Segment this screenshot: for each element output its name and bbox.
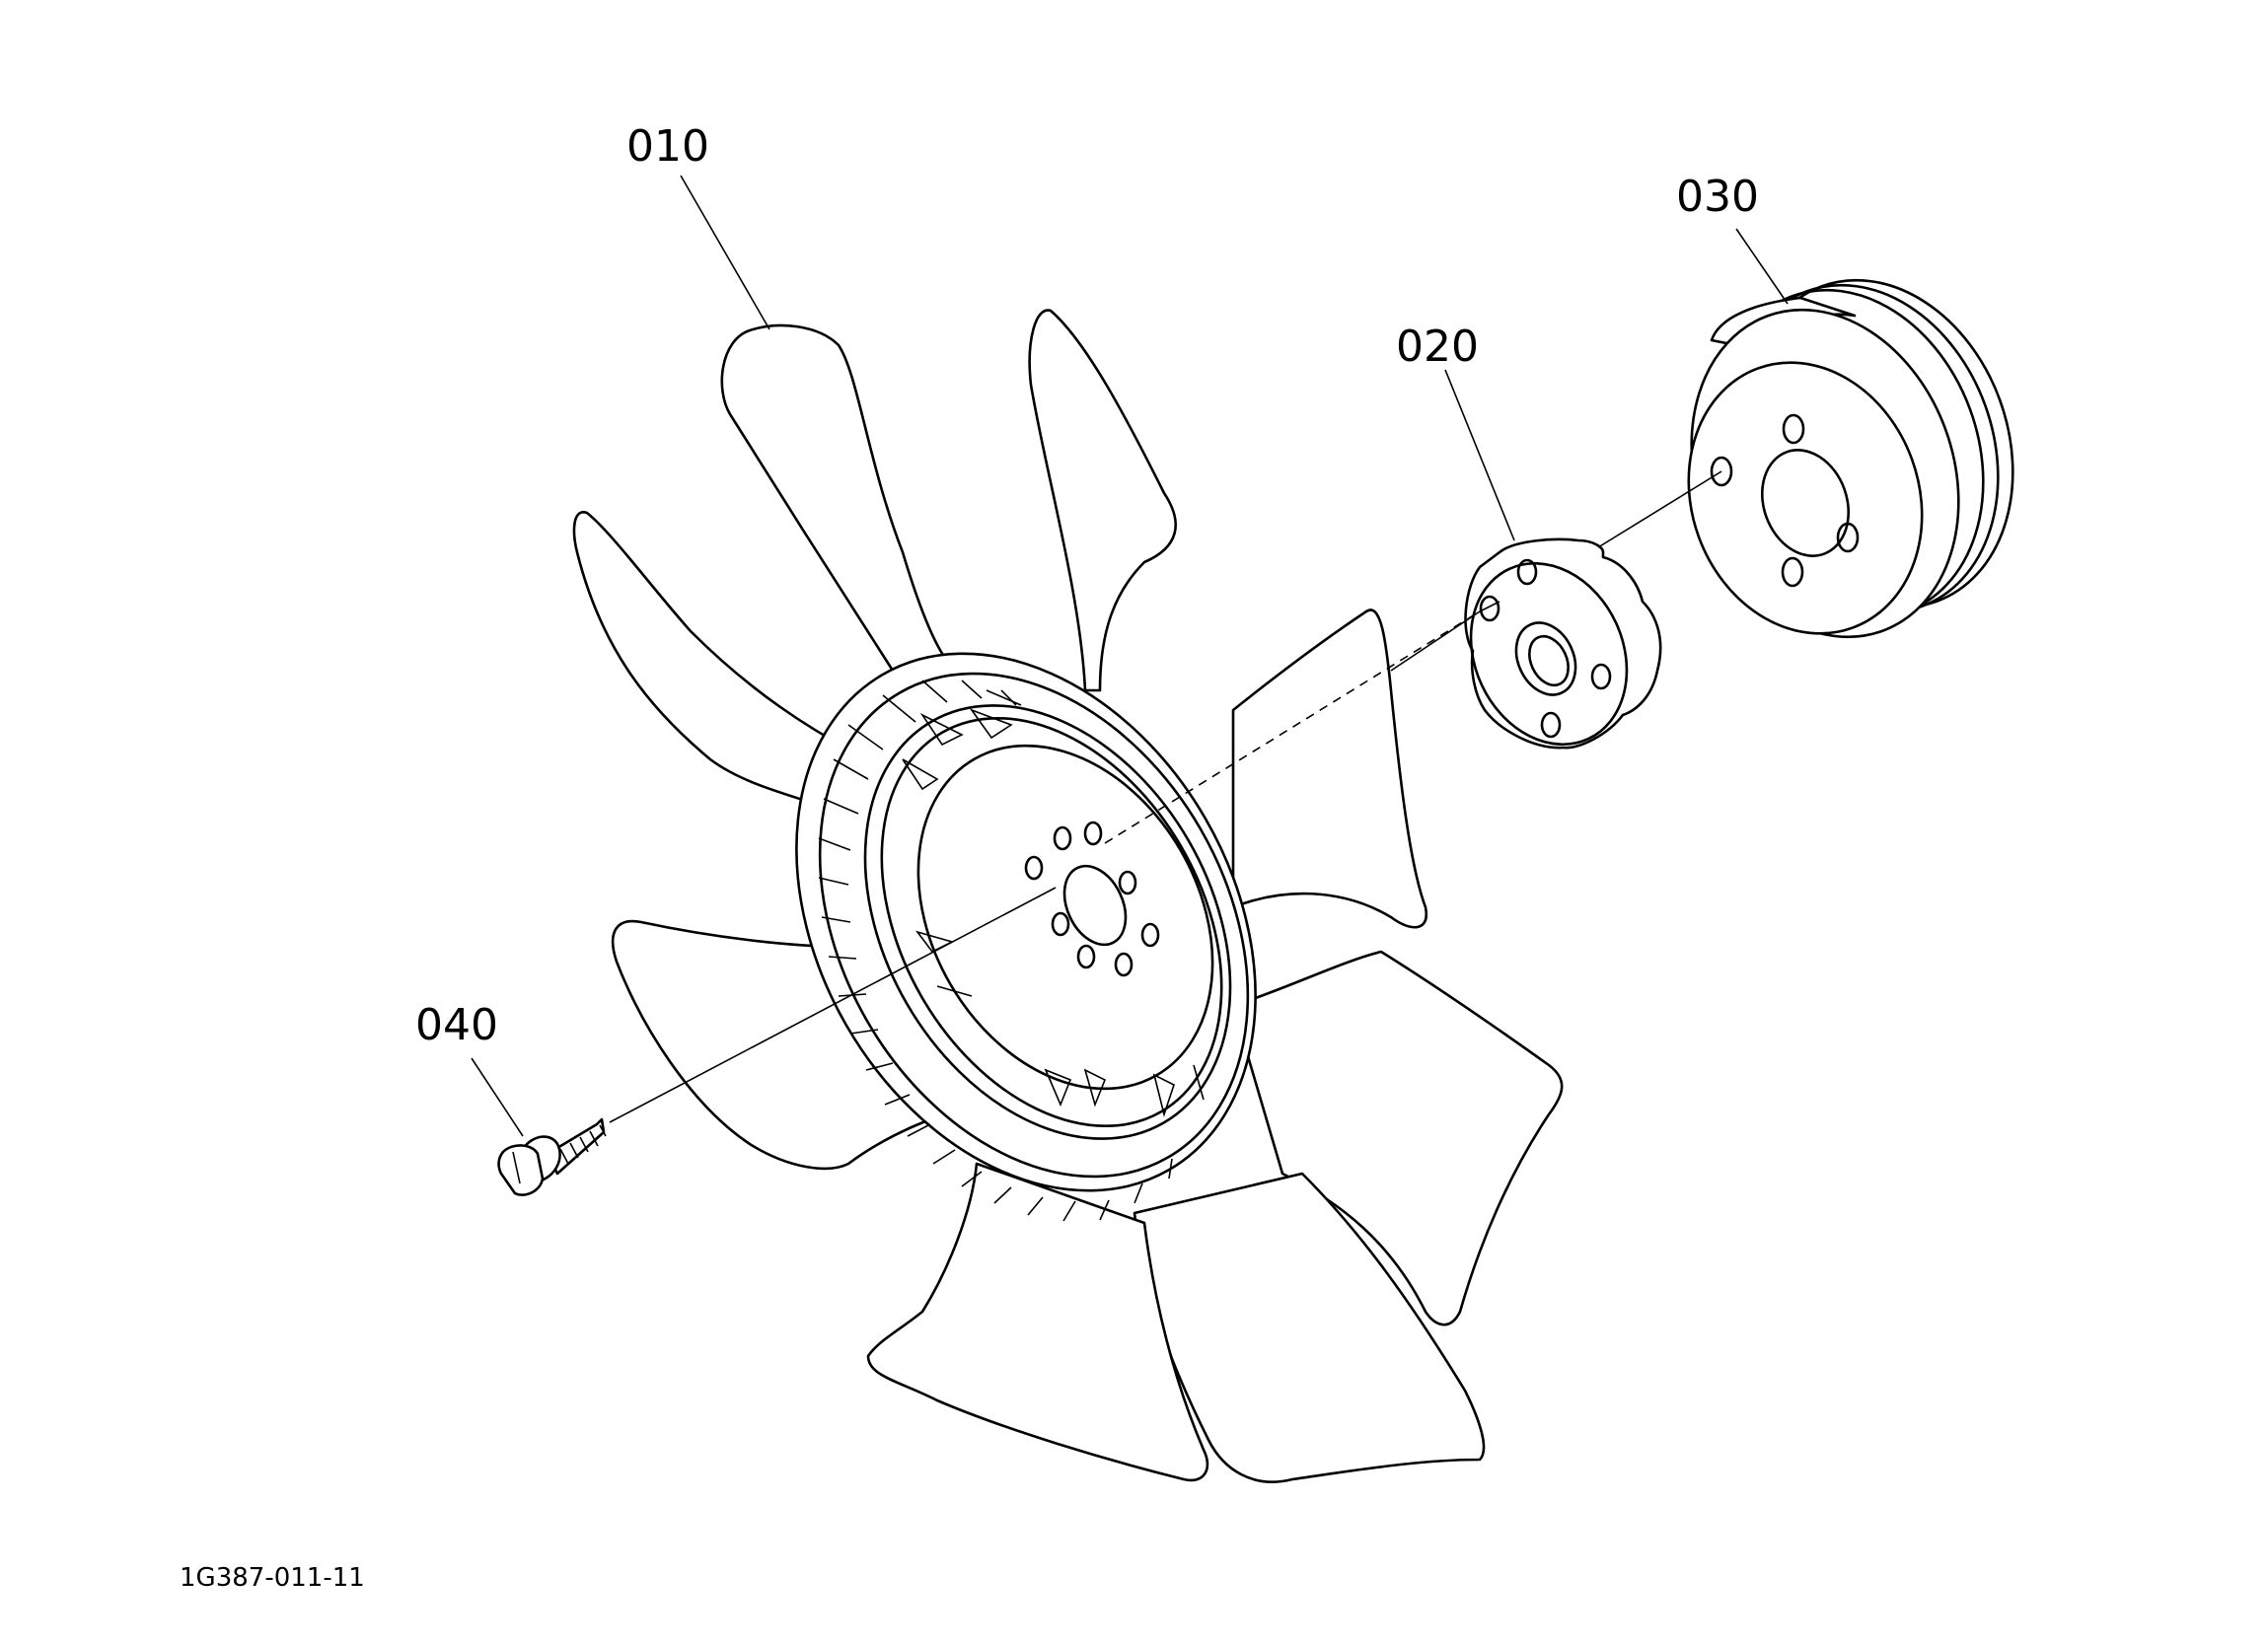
spacer-center-hole	[1528, 634, 1570, 687]
leader-line-030	[1735, 228, 1789, 305]
fan-hub-plate	[916, 744, 1214, 1091]
pulley-hub-face	[1687, 361, 1924, 635]
fan-blade	[1231, 608, 1428, 929]
callout-label-030: 030	[1676, 172, 1759, 222]
figure-code: 1G387-011-11	[180, 1563, 365, 1593]
pulley-bolt-holes	[1710, 413, 1860, 588]
bolt-threads	[559, 1124, 607, 1165]
callout-label-040: 040	[415, 1000, 498, 1050]
spacer-face	[1469, 561, 1629, 747]
leader-line-010	[680, 175, 770, 330]
spacer-body	[1464, 537, 1662, 750]
leader-line-040	[471, 1057, 524, 1137]
fan-hub-center-hole	[1062, 864, 1128, 947]
flange-bolt	[497, 1117, 607, 1196]
fan-blade	[1028, 309, 1177, 692]
fan-blade	[611, 919, 979, 1171]
fan-ring-inner	[863, 704, 1232, 1140]
leader-line-020	[1444, 369, 1515, 541]
fan-blade	[1231, 950, 1564, 1326]
assembly-axis	[609, 470, 1722, 1123]
fan-ribs	[818, 680, 1205, 1222]
water-pump-pulley	[1687, 278, 2014, 639]
cooling-fan	[572, 309, 1564, 1483]
bolt-head	[497, 1144, 545, 1196]
spacer-bolt-holes	[1479, 558, 1612, 739]
bolt-head-edge	[512, 1151, 521, 1184]
fan-spacer	[1464, 537, 1662, 750]
callout-label-020: 020	[1396, 322, 1479, 372]
fan-ring-inner-edge	[880, 716, 1223, 1128]
leader-lines	[471, 175, 1789, 1137]
fan-hub-bolt-holes	[1024, 821, 1160, 977]
spacer-center-hole-outer	[1514, 621, 1577, 696]
pulley-center-hole	[1760, 449, 1851, 557]
fan-shroud-inner	[818, 672, 1250, 1179]
fan-blade	[572, 511, 870, 821]
fan-blade	[1133, 1172, 1486, 1483]
fan-shroud-outer	[795, 652, 1257, 1192]
fan-blade	[866, 1162, 1209, 1482]
fan-blade	[720, 323, 949, 673]
callout-label-010: 010	[626, 121, 709, 172]
